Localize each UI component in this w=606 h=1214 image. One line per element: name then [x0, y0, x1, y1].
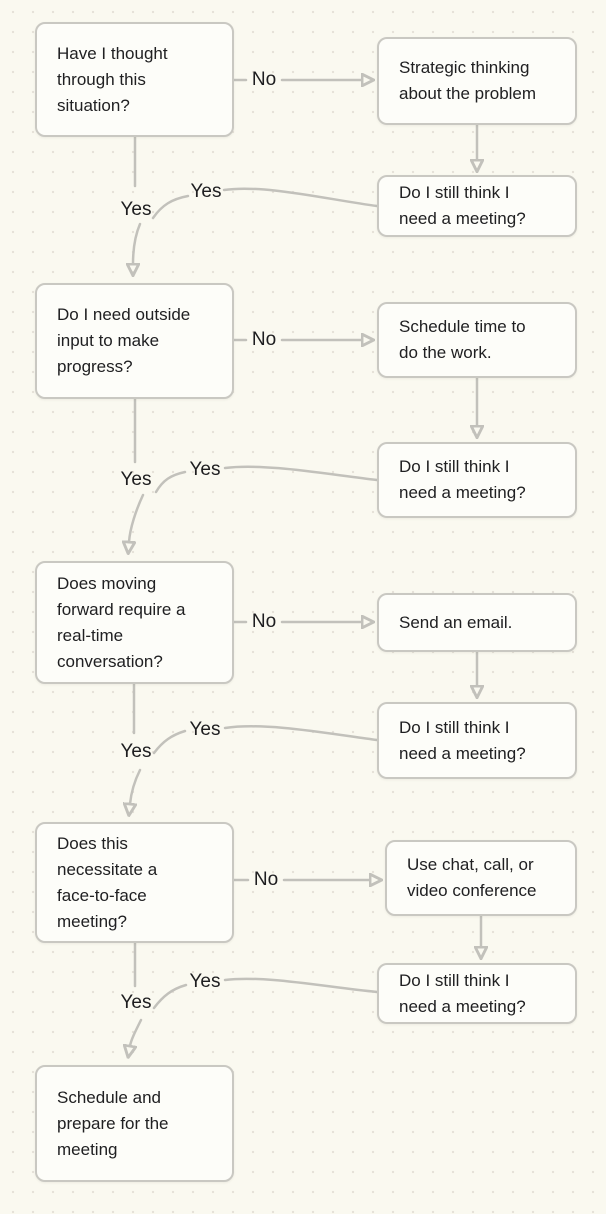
edge-label-yes-2a: Yes [120, 469, 152, 490]
connector-yes-3-down [130, 768, 142, 804]
node-question-face-to-face: Does this necessitate a face-to-face mee… [35, 822, 234, 943]
connector-c3-return [223, 725, 379, 742]
edge-label-yes-4b: Yes [189, 971, 221, 992]
edge-label-yes-1b: Yes [190, 181, 222, 202]
node-action-send-email: Send an email. [377, 593, 577, 652]
node-action-strategic-thinking: Strategic thinking about the problem [377, 37, 577, 125]
node-question-realtime-conversation: Does moving forward require a real-time … [35, 561, 234, 684]
edge-label-yes-4a: Yes [120, 992, 152, 1013]
connector-yes-4-arc [152, 983, 188, 1010]
connector-c1-return [222, 187, 379, 208]
connector-c4-return [223, 977, 379, 994]
connector-yes-2-arc [154, 470, 187, 494]
connector-c2-return [223, 465, 379, 482]
edge-label-no-4: No [253, 869, 279, 890]
node-action-schedule-time: Schedule time to do the work. [377, 302, 577, 378]
node-recheck-need-meeting-4: Do I still think I need a meeting? [377, 963, 577, 1024]
node-schedule-prepare-meeting: Schedule and prepare for the meeting [35, 1065, 234, 1182]
connector-yes-1-down [133, 222, 142, 264]
node-recheck-need-meeting-2: Do I still think I need a meeting? [377, 442, 577, 518]
node-question-outside-input: Do I need outside input to make progress… [35, 283, 234, 399]
node-recheck-need-meeting-3: Do I still think I need a meeting? [377, 702, 577, 779]
edge-label-yes-3a: Yes [120, 741, 152, 762]
node-question-thought-through: Have I thought through this situation? [35, 22, 234, 137]
edge-label-yes-2b: Yes [189, 459, 221, 480]
connector-yes-4-down [130, 1018, 143, 1046]
edge-label-yes-3b: Yes [189, 719, 221, 740]
node-action-chat-call-video: Use chat, call, or video conference [385, 840, 577, 916]
edge-label-yes-1a: Yes [120, 199, 152, 220]
edge-label-no-1: No [251, 69, 277, 90]
connector-yes-2-down [129, 493, 145, 542]
connector-yes-3-arc [152, 729, 187, 755]
node-recheck-need-meeting-1: Do I still think I need a meeting? [377, 175, 577, 237]
edge-label-no-3: No [251, 611, 277, 632]
edge-label-no-2: No [251, 329, 277, 350]
connector-yes-1-arc [151, 194, 190, 220]
